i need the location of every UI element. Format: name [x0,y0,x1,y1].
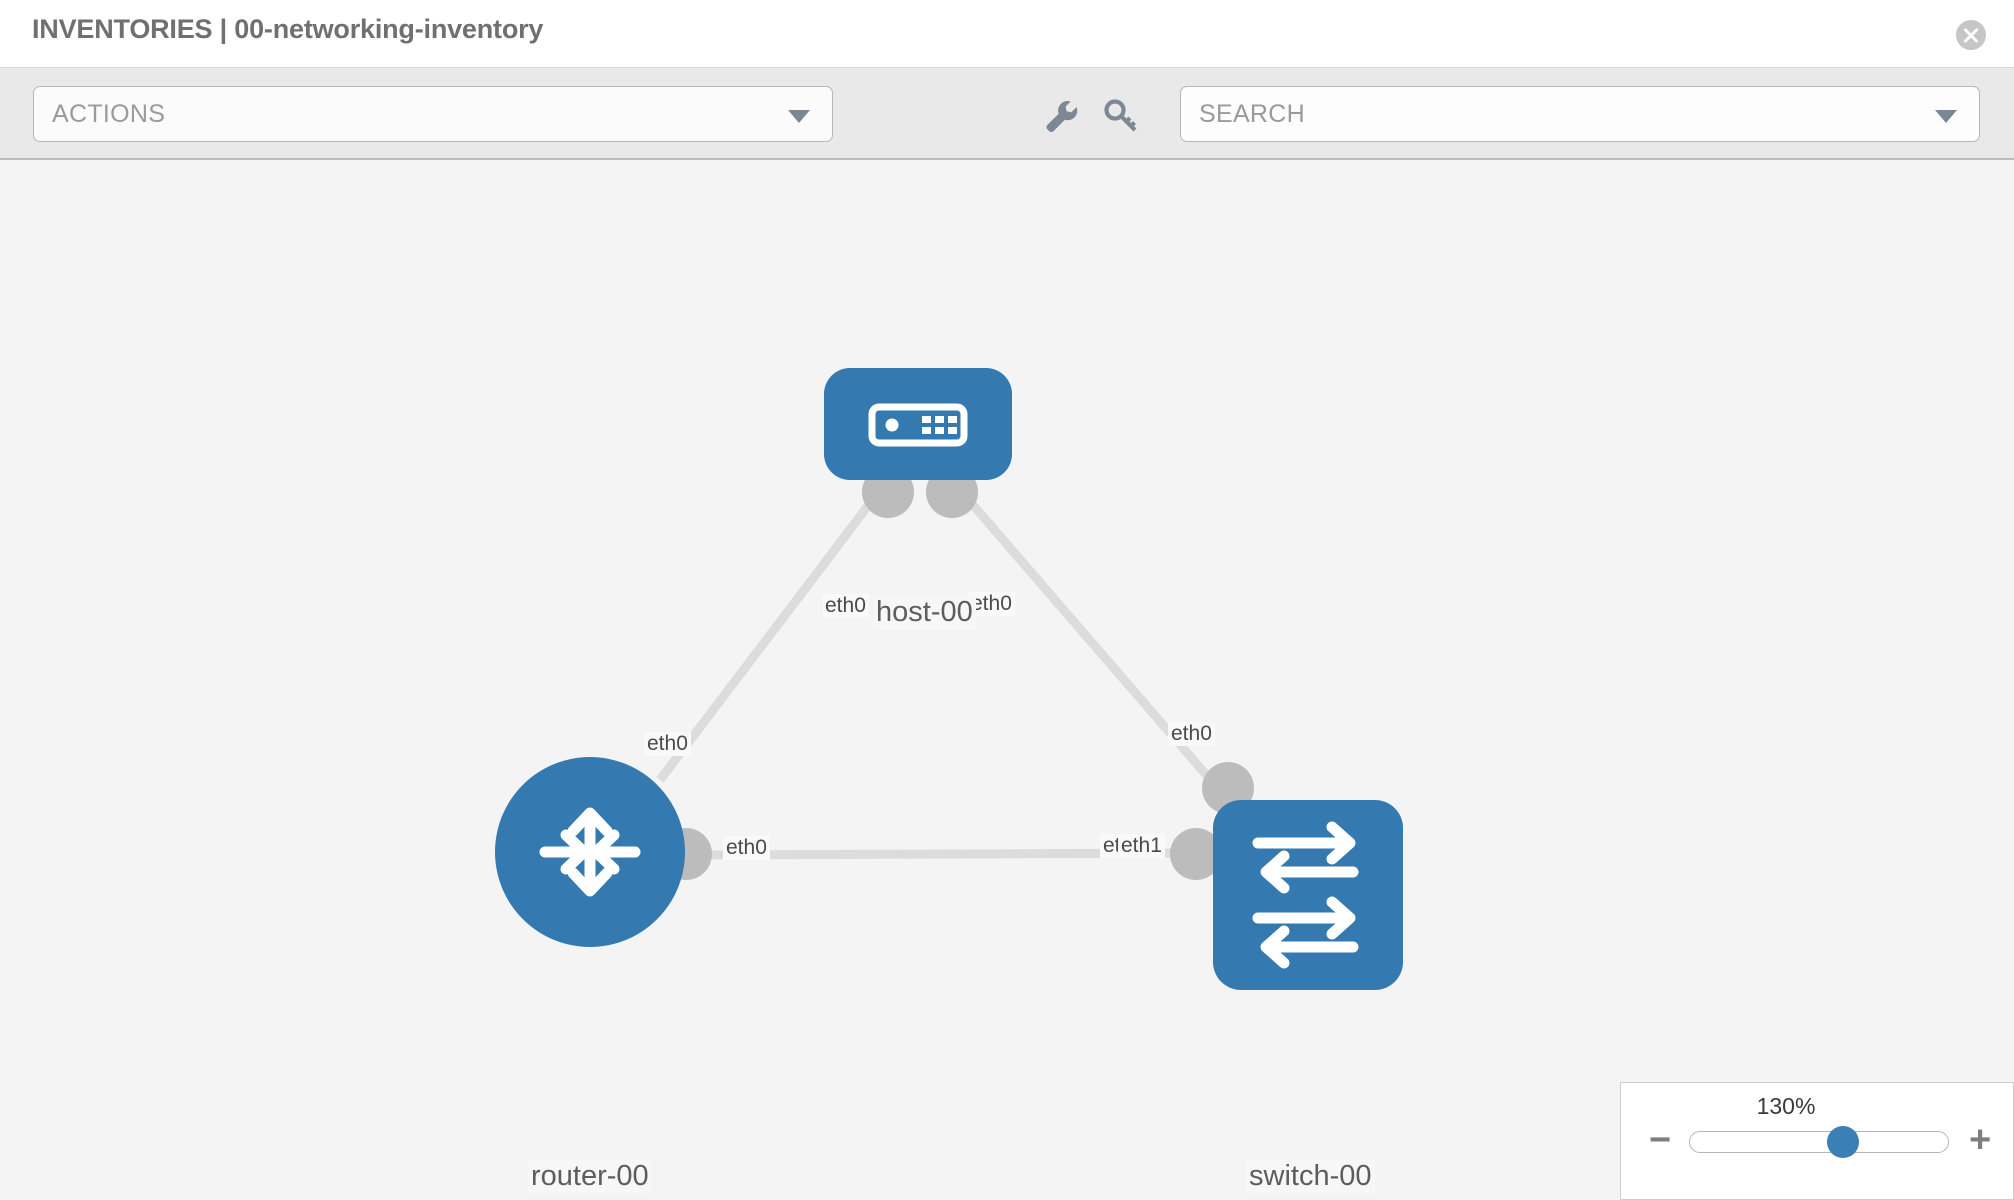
chevron-down-icon[interactable] [1935,110,1957,123]
interface-label: eth0 [723,836,770,860]
zoom-slider[interactable] [1689,1126,1949,1158]
zoom-slider-thumb[interactable] [1827,1126,1859,1158]
key-icon[interactable] [1100,95,1142,137]
node-label-host-00: host-00 [873,596,976,629]
topology-canvas[interactable]: eth0 eth0 eth0 eth0 eth0 eth0 eth1 host-… [0,160,2014,1200]
node-label-switch-00: switch-00 [1246,1160,1375,1193]
toolbar: ACTIONS SEARCH [0,68,2014,160]
close-icon[interactable] [1956,20,1986,50]
router-arrows-icon [539,807,641,897]
window-header: INVENTORIES | 00-networking-inventory [0,0,2014,68]
search-placeholder: SEARCH [1199,100,1305,128]
zoom-level-value: 130% [1756,1093,1816,1119]
search-input[interactable]: SEARCH [1180,86,1980,142]
wrench-icon[interactable] [1040,95,1082,137]
actions-dropdown[interactable]: ACTIONS [33,86,833,142]
zoom-control-panel: 130% − + [1620,1082,2014,1200]
chevron-down-icon [788,110,810,123]
node-label-router-00: router-00 [528,1160,652,1193]
node-host-00 [824,368,1012,480]
topology-graph [495,368,1403,990]
node-switch-00 [1213,800,1403,990]
server-icon [868,403,968,447]
interface-label: eth0 [1168,722,1215,746]
actions-dropdown-label: ACTIONS [52,100,166,128]
interface-handle [1170,828,1222,880]
topology-edges [656,487,1219,860]
interface-label: eth1 [1118,834,1165,858]
topology-interface-handles [660,466,1254,880]
zoom-out-button[interactable]: − [1649,1119,1672,1161]
node-router-00 [495,757,685,947]
zoom-in-button[interactable]: + [1969,1119,1992,1161]
switch-arrows-icon [1252,821,1359,969]
page-title: INVENTORIES | 00-networking-inventory [32,14,544,44]
edge-host00-router00 [656,487,884,783]
interface-label: eth0 [822,594,869,618]
interface-label: eth0 [968,592,1015,616]
interface-label: eth0 [644,732,691,756]
